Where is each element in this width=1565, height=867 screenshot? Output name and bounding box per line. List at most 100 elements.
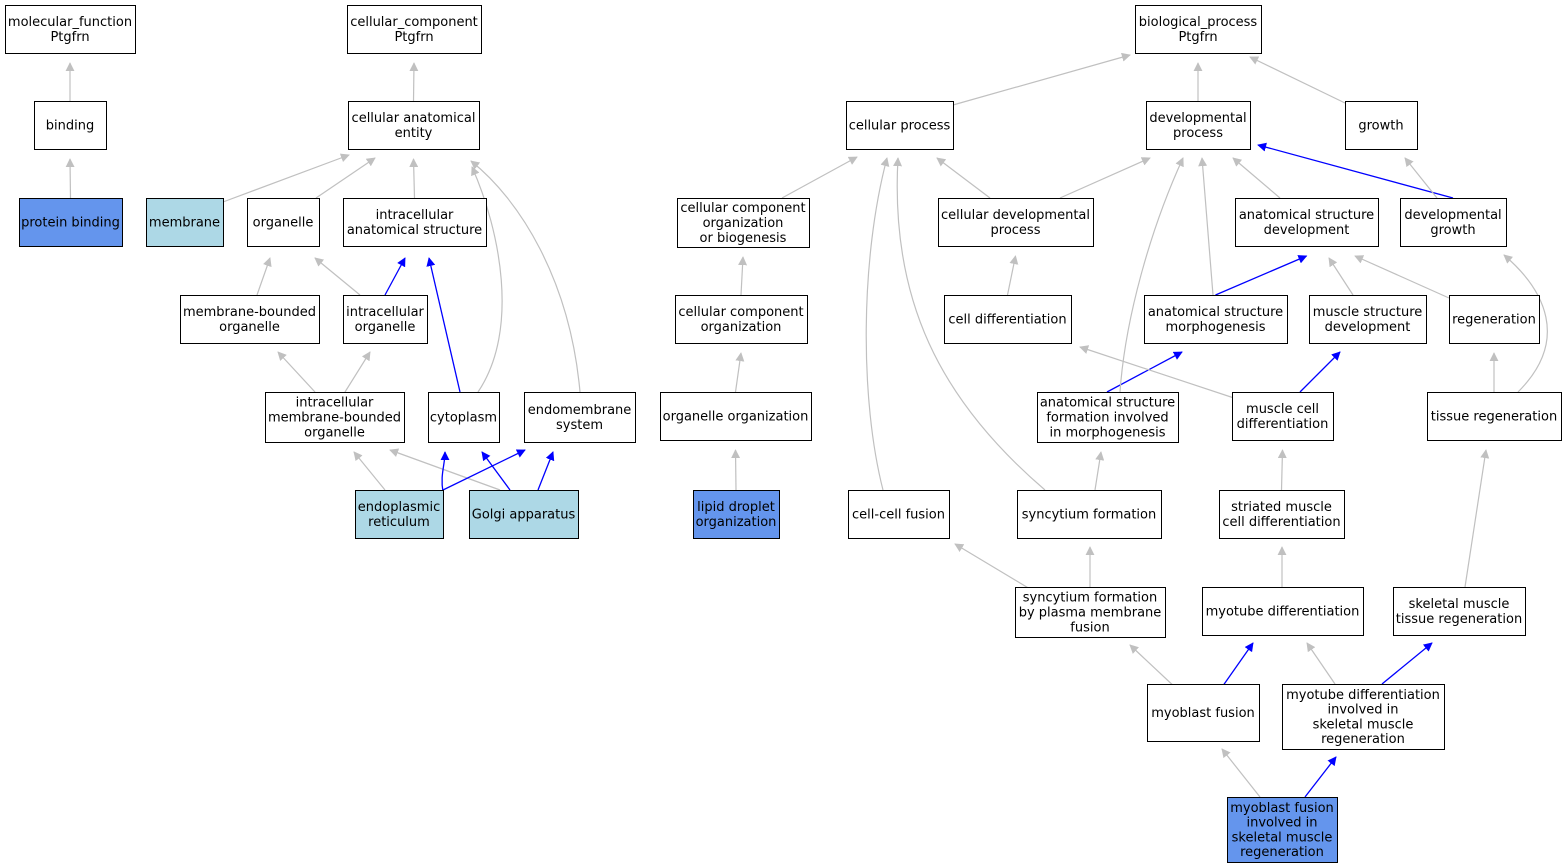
node-ccf[interactable]: cell-cell fusion [848,490,950,539]
node-box [693,490,780,539]
node-label: cellular process [849,119,951,134]
node-membrane[interactable]: membrane [146,198,224,247]
node-box [1427,392,1562,441]
node-box [1235,198,1379,247]
edge-cytoplasm-to-cae [471,166,503,393]
node-box [343,295,428,344]
node-golgi[interactable]: Golgi apparatus [469,490,579,539]
edge-growth-to-bp-root [1249,56,1346,104]
node-label: myotube differentiation [1286,688,1440,703]
node-box [265,392,405,443]
edge-ldo-to-org-org [731,449,741,491]
node-box [1015,587,1166,638]
node-label: reticulum [368,515,430,530]
node-label: membrane-bounded [268,411,401,426]
node-label: endomembrane [528,403,632,418]
edge-myoblast-fusion-to-myotube-diff [1219,642,1254,691]
node-label: tissue regeneration [1396,612,1522,627]
node-tissue-regen[interactable]: tissue regeneration [1427,392,1562,441]
node-myoblast-fusion[interactable]: myoblast fusion [1147,684,1260,742]
edge-mdismr-to-smtr [1381,642,1433,685]
node-box [846,101,954,150]
node-label: cellular_component [350,15,478,30]
node-label: protein binding [21,216,120,231]
node-binding[interactable]: binding [34,101,107,150]
node-box [343,198,487,247]
node-label: Ptgfrn [1178,30,1217,45]
node-label: Ptgfrn [50,30,89,45]
node-box [19,198,123,247]
edge-mcd-to-msd [1299,351,1341,393]
node-label: lipid droplet [697,500,775,515]
node-label: differentiation [1237,417,1329,432]
edge-mcd-to-cell-diff [1079,345,1241,401]
node-label: biological_process [1139,15,1258,30]
node-label: myotube differentiation [1206,605,1360,620]
node-label: system [556,418,603,433]
node-label: molecular_function [8,15,132,30]
edge-mdismr-to-myotube-diff [1306,642,1336,685]
node-cell-diff[interactable]: cell differentiation [944,295,1072,344]
node-box [675,295,808,344]
node-label: morphogenesis [1165,320,1265,335]
edge-io-to-organelle [314,257,361,296]
node-label: myoblast fusion [1230,801,1334,816]
node-label: organelle [304,425,365,440]
edge-asm-to-asd [1215,255,1308,296]
node-label: growth [1430,223,1475,238]
node-protein-binding[interactable]: protein binding [19,198,123,247]
node-box [1309,295,1427,344]
node-label: organization [701,320,782,335]
node-label: anatomical structure [1040,396,1175,411]
node-box [1017,490,1162,539]
node-box [677,198,810,248]
node-organelle[interactable]: organelle [247,198,320,247]
edge-golgi-to-imbo [389,448,501,491]
edge-er-to-endomembrane [442,449,526,491]
node-syncytium[interactable]: syncytium formation [1017,490,1162,539]
node-cellular-process[interactable]: cellular process [846,101,954,150]
node-regeneration[interactable]: regeneration [1449,295,1540,344]
edge-ccf-to-cellular-process [865,157,890,491]
edge-er-to-imbo [353,451,386,491]
node-box [146,198,224,247]
node-box [1135,5,1262,54]
node-box [938,198,1094,247]
node-label: regeneration [1321,732,1405,747]
node-label: cell differentiation [1222,515,1340,530]
node-myotube-diff[interactable]: myotube differentiation [1202,587,1364,636]
node-growth[interactable]: growth [1345,101,1418,150]
node-cytoplasm[interactable]: cytoplasm [428,392,500,443]
node-label: development [1325,320,1411,335]
node-org-org[interactable]: organelle organization [660,392,812,441]
node-box [428,392,500,443]
edge-membrane-to-cae [222,153,350,203]
edge-ccob-to-cellular-process [781,156,858,199]
